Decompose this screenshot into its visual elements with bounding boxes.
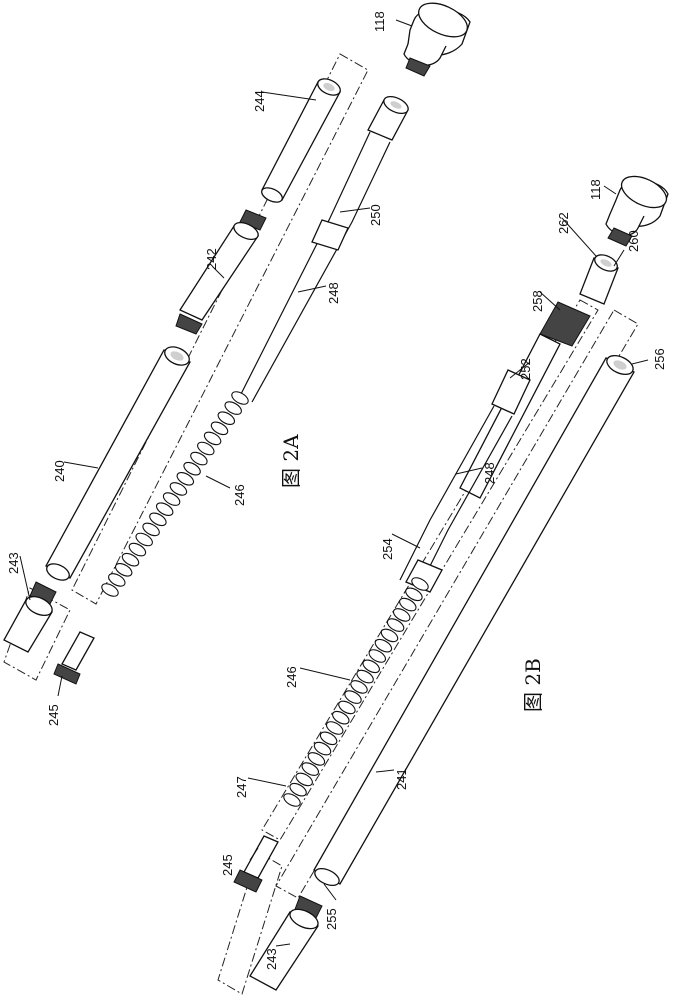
- figure-caption-2b: 图 2B: [521, 658, 545, 712]
- label-250: 250: [368, 204, 383, 226]
- label-248-2a: 248: [326, 282, 341, 304]
- screw-245-2b: [233, 835, 279, 893]
- end-cap-243-2a: [3, 581, 57, 653]
- coil-turn: [108, 573, 126, 587]
- coil-turn: [332, 710, 350, 725]
- rod-244: [261, 78, 341, 203]
- coil-246-2a: [101, 391, 249, 597]
- coil-turn: [307, 752, 326, 766]
- label-255: 255: [324, 908, 339, 930]
- coil-turn: [121, 552, 140, 567]
- coil-turn: [289, 782, 307, 797]
- coil-turn: [190, 451, 208, 466]
- dashed-boundary-shaft-2a: [71, 53, 369, 605]
- coil-turn: [411, 577, 429, 591]
- coil-turn: [283, 793, 301, 807]
- coil-turn: [338, 700, 356, 715]
- coil-turn: [362, 659, 380, 674]
- label-241: 241: [394, 768, 409, 790]
- coil-turn: [197, 441, 215, 456]
- cap-118-2b: [605, 175, 669, 247]
- coil-turn: [142, 522, 160, 537]
- coil-turn: [368, 649, 387, 663]
- coil-turn: [176, 472, 195, 486]
- collar-260: [579, 254, 619, 305]
- leaders-2b: [247, 185, 649, 947]
- shaft-250-248: [239, 95, 409, 403]
- screw-245-2a: [53, 631, 95, 685]
- coil-turn: [231, 391, 249, 405]
- label-242: 242: [204, 248, 219, 270]
- label-244: 244: [252, 90, 267, 112]
- coil-turn: [203, 431, 222, 446]
- coil-turn: [350, 680, 368, 694]
- coil-turn: [155, 502, 174, 516]
- figure-2b: [217, 175, 669, 995]
- coil-246-2b: [283, 577, 429, 807]
- label-248-2b: 248: [482, 462, 497, 484]
- label-118-2b: 118: [588, 179, 603, 200]
- label-243-2a: 243: [6, 552, 21, 574]
- dashed-boundary-tube-2b: [275, 309, 639, 899]
- label-246-2b: 246: [284, 666, 299, 688]
- coil-turn: [295, 772, 313, 787]
- label-246-2a: 246: [232, 484, 247, 506]
- figure-caption-2a: 图 2A: [279, 434, 303, 488]
- coil-turn: [301, 762, 320, 776]
- dashed-boundary-shaft-2b: [261, 299, 599, 841]
- rod-240: [45, 346, 191, 581]
- coil-turn: [114, 563, 133, 577]
- label-252: 252: [518, 358, 533, 380]
- coil-turn: [169, 482, 188, 496]
- coil-turn: [128, 542, 147, 557]
- coil-turn: [392, 608, 411, 622]
- label-240: 240: [52, 460, 67, 482]
- coil-turn: [224, 401, 242, 415]
- end-cap-243-2b: [249, 895, 323, 991]
- coil-turn: [149, 512, 167, 527]
- label-258: 258: [530, 290, 545, 312]
- coil-turn: [344, 690, 362, 704]
- coil-turn: [162, 492, 181, 506]
- tube-241: [313, 354, 635, 887]
- coil-turn: [135, 532, 153, 547]
- coil-turn: [217, 411, 236, 425]
- coupler-258: [459, 301, 591, 499]
- cap-118-2a: [403, 2, 471, 77]
- coil-turn: [356, 669, 374, 684]
- coil-turn: [183, 461, 201, 476]
- coil-turn: [386, 618, 405, 632]
- coil-turn: [405, 587, 423, 602]
- dashed-boundary-cap-2b: [217, 851, 283, 995]
- coil-turn: [325, 721, 344, 735]
- label-245-2b: 245: [220, 854, 235, 876]
- coil-turn: [313, 741, 332, 756]
- leaders-2a: [19, 19, 413, 697]
- dashed-boundary-cap-2a: [3, 587, 71, 681]
- coil-turn: [319, 731, 338, 746]
- coupler-242: [175, 209, 267, 335]
- coil-turn: [210, 421, 229, 436]
- label-245-2a: 245: [46, 704, 61, 726]
- coil-turn: [101, 583, 119, 597]
- label-260: 260: [626, 230, 641, 252]
- label-256: 256: [652, 348, 667, 370]
- coil-turn: [374, 638, 393, 653]
- coil-turn: [380, 628, 399, 643]
- label-247: 247: [234, 776, 249, 798]
- label-262: 262: [556, 212, 571, 234]
- label-118-2a: 118: [372, 11, 387, 32]
- label-254: 254: [380, 538, 395, 560]
- coil-turn: [399, 597, 417, 612]
- labels-2a: 118 244 250 242 248 240 246 243 245 图 2A: [6, 11, 387, 726]
- label-243-2b: 243: [264, 948, 279, 970]
- figure-2a: [3, 2, 471, 685]
- labels-2b: 118 262 260 258 256 252 248 254 246 247 …: [220, 179, 667, 970]
